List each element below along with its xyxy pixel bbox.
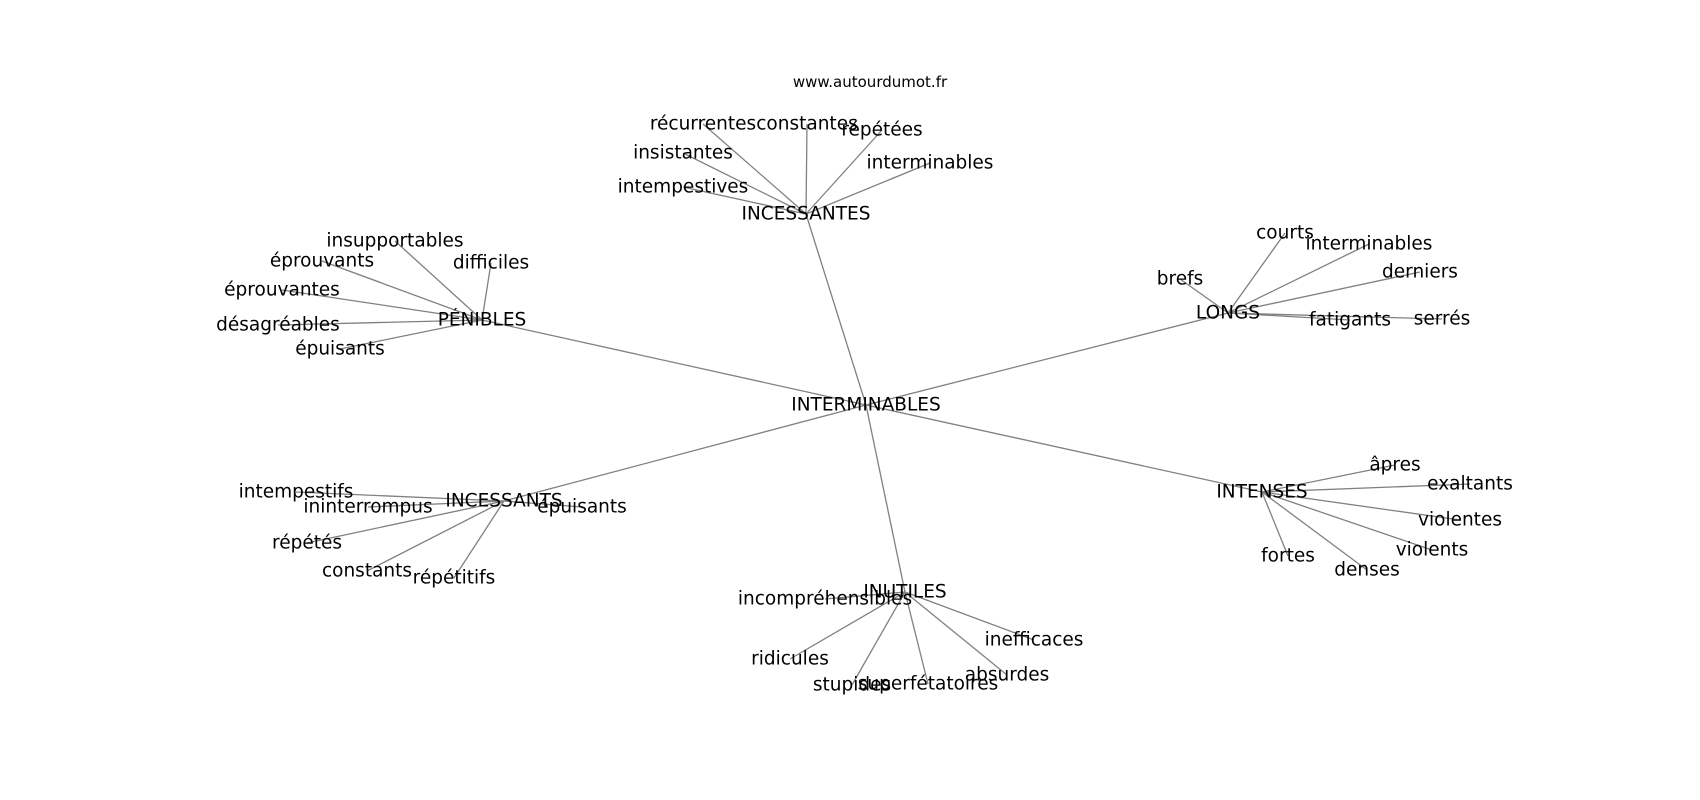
word-node: inefficaces [985, 630, 1084, 651]
edge-cluster-to-word [789, 591, 906, 660]
edge-cluster-to-word [1227, 243, 1370, 314]
edge-cluster-to-word [805, 123, 808, 215]
edge-cluster-to-word [805, 162, 931, 215]
word-node: absurdes [965, 665, 1050, 686]
word-node: répétés [272, 533, 342, 554]
edge-cluster-to-word [277, 319, 483, 326]
word-node: éprouvantes [224, 280, 340, 301]
edge-cluster-to-word [321, 260, 483, 321]
word-node: insistantes [633, 143, 733, 164]
edge-cluster-to-word [394, 240, 483, 321]
word-node: brefs [1157, 269, 1203, 290]
edge-cluster-to-word [1227, 232, 1286, 314]
cluster-node: INCESSANTS [445, 491, 562, 512]
edge-cluster-to-word [295, 491, 505, 502]
edge-cluster-to-word [824, 591, 906, 600]
edge-cluster-to-word [367, 500, 505, 508]
edge-center-to-cluster [503, 404, 867, 502]
word-node: ridicules [751, 649, 829, 670]
edge-cluster-to-word [306, 500, 505, 544]
edge-cluster-to-word [1261, 491, 1461, 521]
cluster-node: LONGS [1196, 303, 1260, 324]
edge-cluster-to-word [1261, 491, 1368, 571]
edge-cluster-to-word [904, 591, 1035, 641]
edge-cluster-to-word [702, 123, 807, 215]
word-node: fortes [1261, 546, 1315, 567]
edge-center-to-cluster [865, 404, 1263, 493]
edge-center-to-cluster [481, 319, 867, 406]
word-node: constantes [756, 114, 857, 135]
word-node: répétées [841, 120, 922, 141]
edge-cluster-to-word [503, 500, 583, 508]
source-credit: www.autourdumot.fr [793, 73, 948, 91]
word-node: interminables [867, 153, 994, 174]
labels-layer: www.autourdumot.fr INTERMINABLES INCESSAN… [216, 73, 1513, 696]
edges-layer [277, 123, 1471, 686]
edge-cluster-to-word [805, 129, 883, 215]
word-node: incompréhensibles [738, 589, 912, 610]
edge-center-to-cluster [805, 213, 867, 406]
edge-cluster-to-word [1261, 491, 1433, 551]
edge-cluster-to-word [1261, 491, 1289, 557]
cluster-node: PÉNIBLES [438, 309, 527, 331]
word-node: superfétatoires [858, 674, 999, 695]
word-node: interminables [1306, 234, 1433, 255]
word-node: stupides [813, 675, 891, 696]
word-node: fatigants [1309, 310, 1391, 331]
edge-cluster-to-word [1261, 464, 1396, 493]
word-node: récurrentes [650, 114, 756, 135]
word-node: répétitifs [413, 568, 496, 589]
word-node: courts [1256, 223, 1314, 244]
word-node: épuisants [537, 497, 627, 518]
word-node: éprouvants [270, 251, 374, 272]
edge-center-to-cluster [865, 404, 906, 593]
word-node: violents [1396, 540, 1469, 561]
edge-cluster-to-word [281, 289, 483, 321]
word-node: serrés [1414, 309, 1471, 330]
edge-cluster-to-word [904, 591, 929, 685]
word-node: âpres [1369, 455, 1420, 476]
word-node: épuisants [295, 339, 385, 360]
word-node: constants [322, 561, 412, 582]
edge-cluster-to-word [851, 591, 906, 686]
word-node: denses [1334, 560, 1400, 581]
edge-center-to-cluster [865, 312, 1229, 406]
edge-cluster-to-word [1261, 483, 1471, 493]
edge-cluster-to-word [682, 152, 807, 215]
word-node: derniers [1382, 262, 1458, 283]
edge-cluster-to-word [1227, 271, 1421, 314]
edge-cluster-to-word [453, 500, 505, 579]
edge-cluster-to-word [1179, 278, 1229, 314]
edge-cluster-to-word [366, 500, 505, 572]
edge-cluster-to-word [481, 262, 492, 321]
word-node: difficiles [453, 253, 529, 274]
edge-cluster-to-word [682, 186, 807, 215]
word-node: insupportables [326, 231, 463, 252]
edge-cluster-to-word [339, 319, 483, 350]
edge-cluster-to-word [1227, 312, 1443, 320]
center-word-node: INTERMINABLES [791, 395, 940, 416]
word-node: désagréables [216, 315, 340, 336]
word-node: exaltants [1427, 474, 1513, 495]
word-node: intempestives [618, 177, 749, 198]
cluster-node: INTENSES [1216, 482, 1307, 503]
word-node: ininterrompus [303, 497, 432, 518]
cluster-node: INCESSANTES [742, 204, 871, 225]
cluster-node: INUTILES [863, 582, 946, 603]
word-node: violentes [1418, 510, 1502, 531]
edge-cluster-to-word [904, 591, 1008, 676]
word-node: intempestifs [239, 482, 354, 503]
